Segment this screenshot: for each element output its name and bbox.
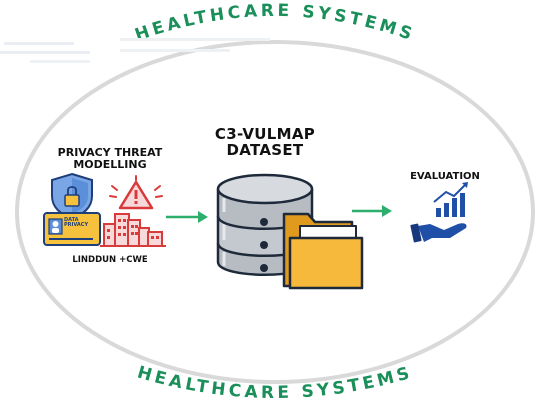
evaluation-title: EVALUATION (410, 171, 480, 182)
data-privacy-card-text: DATA PRIVACY (64, 217, 98, 229)
linddun-cwe-caption: LINDDUN +CWE (72, 255, 148, 265)
evaluation-chart-hand-icon (410, 182, 468, 243)
shield-lock-icon (51, 172, 93, 221)
privacy-threat-title: PRIVACY THREAT MODELLING (50, 147, 170, 170)
privacy-threat-title-line2: MODELLING (73, 157, 147, 171)
city-buildings-icon (100, 213, 166, 247)
faint-background-text-2 (120, 36, 280, 52)
card-line2: PRIVACY (64, 222, 89, 229)
outer-ellipse (15, 40, 535, 384)
dataset-title-line1: C3-VULMAP (214, 125, 316, 143)
dataset-title-line2: DATASET (226, 140, 304, 159)
privacy-threat-title-line1: PRIVACY THREAT (57, 146, 163, 159)
arrow-center-to-right (352, 205, 392, 217)
arrow-left-to-center (166, 211, 208, 223)
warning-icon (109, 175, 163, 210)
card-line1: DATA (64, 217, 79, 223)
faint-background-text (0, 40, 160, 63)
folder-icon (282, 212, 364, 290)
dataset-title: C3-VULMAP DATASET (205, 125, 325, 159)
data-privacy-card-icon (43, 212, 101, 246)
